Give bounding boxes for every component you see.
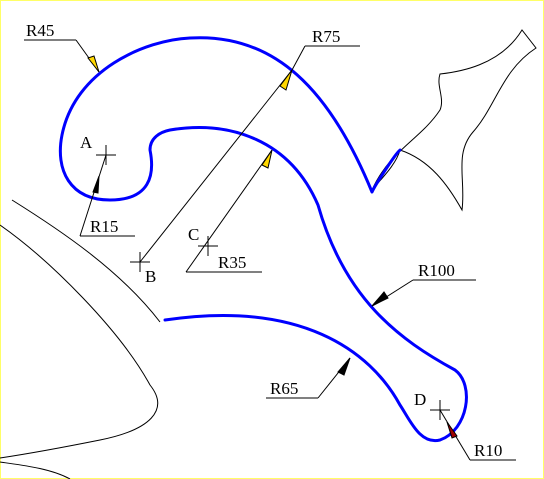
arrow-r45 bbox=[87, 55, 100, 73]
label-center-c: C bbox=[188, 225, 199, 244]
label-r35: R35 bbox=[218, 253, 246, 272]
label-center-d: D bbox=[414, 390, 426, 409]
arrow-r65 bbox=[337, 357, 351, 376]
radius-line-c-r35 bbox=[185, 149, 273, 273]
arrow-r10 bbox=[446, 421, 458, 439]
label-r100: R100 bbox=[418, 261, 455, 280]
radius-line-b-r75 bbox=[139, 69, 293, 263]
background-outline-top-right bbox=[371, 29, 537, 212]
radius-line-a-r15 bbox=[79, 154, 107, 237]
label-r10: R10 bbox=[474, 441, 502, 460]
label-r65: R65 bbox=[270, 379, 298, 398]
background-outline-lower-left bbox=[0, 224, 159, 459]
arrow-r75 bbox=[279, 69, 293, 91]
center-d-marker bbox=[430, 400, 450, 420]
label-r75: R75 bbox=[312, 27, 340, 46]
profile-contour bbox=[58, 36, 468, 443]
arrow-r100 bbox=[371, 291, 389, 307]
center-a-marker bbox=[96, 145, 116, 165]
label-center-b: B bbox=[145, 267, 156, 286]
arrow-r35 bbox=[261, 149, 273, 169]
background-outline-bottom bbox=[0, 461, 71, 479]
label-r45: R45 bbox=[26, 21, 54, 40]
label-center-a: A bbox=[80, 133, 93, 152]
arrow-r15 bbox=[92, 175, 100, 194]
center-c-marker bbox=[198, 236, 218, 256]
leader-r75 bbox=[291, 45, 306, 71]
background-outline-left bbox=[11, 199, 161, 323]
label-r15: R15 bbox=[90, 217, 118, 236]
center-b-marker bbox=[130, 252, 150, 272]
